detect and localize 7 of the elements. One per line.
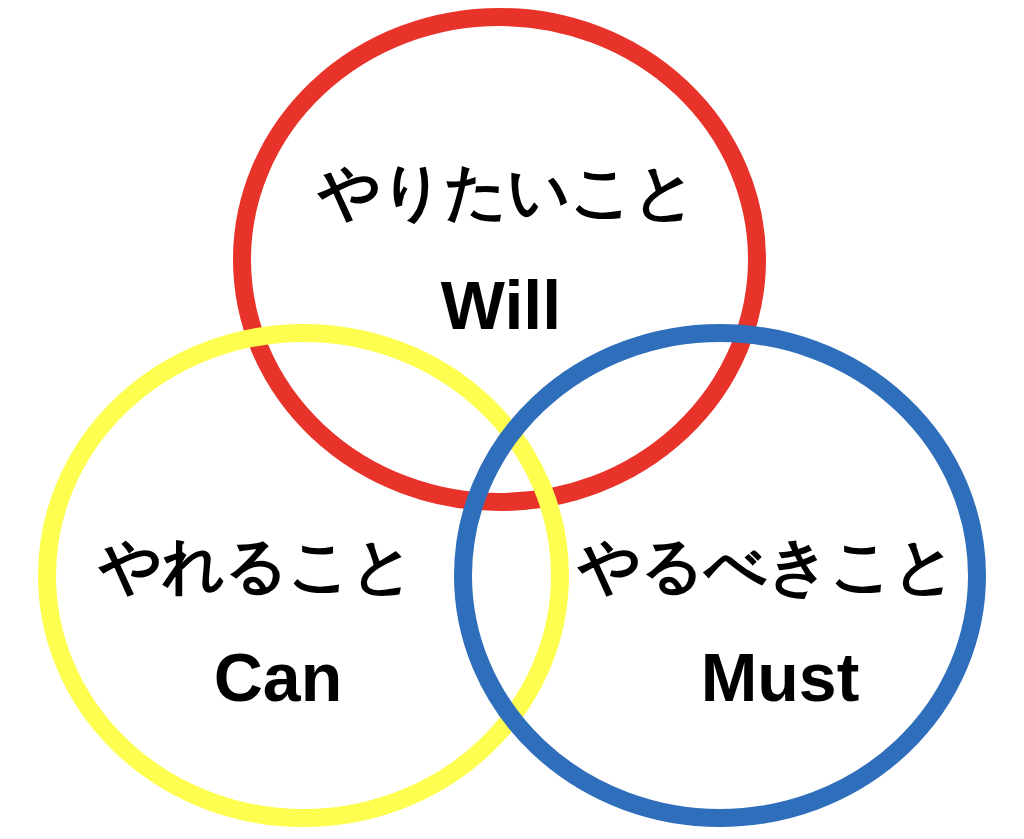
circle-subtitle: Can <box>213 643 343 711</box>
venn-circle <box>233 8 766 511</box>
circle-title: やれること <box>98 535 414 597</box>
circle-subtitle: Will <box>440 271 562 339</box>
circle-title: やるべきこと <box>578 535 956 597</box>
circle-subtitle: Must <box>700 643 860 711</box>
circle-title: やりたいこと <box>318 161 696 223</box>
